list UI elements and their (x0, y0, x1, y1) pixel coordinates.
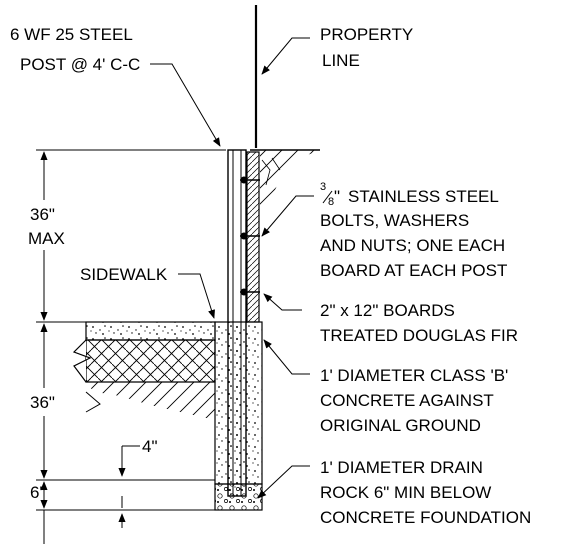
dim-lower-value: 36" (30, 393, 55, 412)
leader-property (261, 37, 310, 75)
dim-offset-value: 4" (142, 437, 158, 456)
leader-sidewalk (178, 273, 215, 319)
bolts-label-line2: BOLTS, WASHERS (320, 211, 469, 230)
bolts-fraction-bar (322, 190, 333, 204)
post-label-line1: 6 WF 25 STEEL (10, 25, 133, 44)
leader-drain (257, 465, 310, 499)
break-line (72, 339, 92, 383)
wood-boards (246, 151, 260, 323)
drain-label-line2: ROCK 6" MIN BELOW (320, 483, 491, 502)
leader-post (150, 63, 221, 147)
concrete-label-line2: CONCRETE AGAINST (320, 391, 494, 410)
sidewalk-slab (85, 321, 216, 341)
property-label-line2: LINE (322, 51, 360, 70)
original-ground (86, 382, 215, 420)
concrete-label-line3: ORIGINAL GROUND (320, 416, 481, 435)
leader-bolts (261, 195, 314, 237)
dim-upper-value: 36" (30, 205, 55, 224)
bolts-fraction-num: 3 (320, 181, 326, 193)
post-label-line2: POST @ 4' C-C (20, 55, 140, 74)
bolts-label-line4: BOARD AT EACH POST (320, 261, 507, 280)
boards-label-line1: 2" x 12" BOARDS (320, 301, 455, 320)
concrete-label-line1: 1' DIAMETER CLASS 'B' (320, 366, 508, 385)
retained-earth-edge (261, 157, 281, 186)
drain-label-line3: CONCRETE FOUNDATION (320, 508, 531, 527)
post-in-concrete (227, 321, 247, 497)
bolt-3 (240, 288, 260, 296)
bolt-2 (240, 232, 260, 240)
bolts-label-line1: STAINLESS STEEL (348, 187, 499, 206)
dim-rock-value: 6" (30, 483, 46, 502)
leader-concrete (263, 339, 310, 375)
sidewalk-base (85, 339, 216, 383)
retained-earth (260, 150, 320, 205)
sidewalk-label: SIDEWALK (80, 265, 168, 284)
bolts-fraction-den: 8 (328, 196, 334, 208)
property-label-line1: PROPERTY (320, 25, 413, 44)
dim-upper-qualifier: MAX (28, 229, 65, 248)
drain-rock (214, 483, 263, 511)
boards-label-line2: TREATED DOUGLAS FIR (320, 326, 518, 345)
bolts-fraction-inch: " (334, 187, 340, 206)
drain-label-line1: 1' DIAMETER DRAIN (320, 458, 483, 477)
bolt-1 (240, 176, 260, 184)
bolts-label-line3: AND NUTS; ONE EACH (320, 236, 505, 255)
leader-boards (263, 293, 302, 311)
